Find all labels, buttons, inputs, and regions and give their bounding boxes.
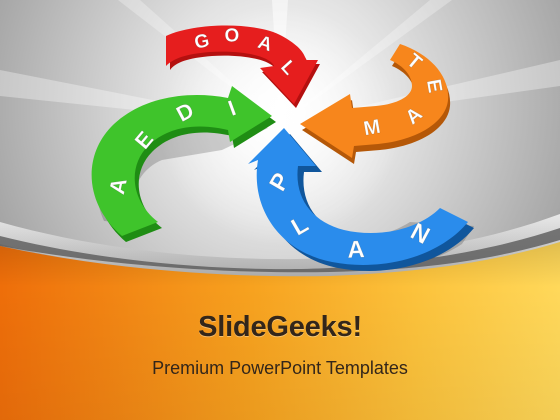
team-letter-e: E [422,78,446,95]
brand-title: SlideGeeks! [198,311,362,343]
center-glow [160,5,400,245]
orange-curved-arrow [300,44,451,164]
blue-curved-arrow [248,128,474,271]
brand-subtitle: Premium PowerPoint Templates [152,358,408,378]
green-curved-arrow [91,86,276,242]
goal-letter-g: G [193,30,212,54]
team-letter-m: M [362,116,382,141]
idea-letter-a: A [104,176,132,197]
red-curved-arrow [166,25,320,108]
goal-letter-o: O [224,25,240,47]
goal-label: G O A L [192,25,300,80]
plan-letter-a: A [347,236,365,264]
